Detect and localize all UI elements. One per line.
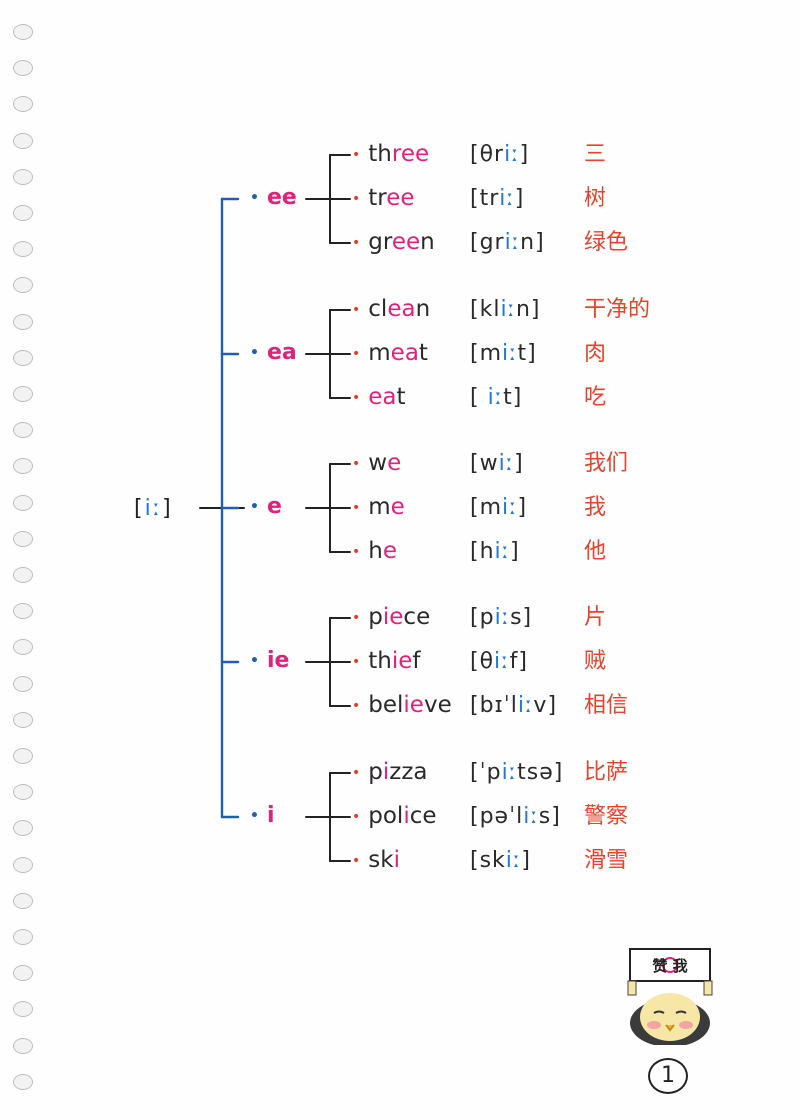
example-word: •police <box>352 803 437 829</box>
binding-hole <box>13 892 33 909</box>
chinese-meaning: 贼 <box>584 649 607 674</box>
binding-hole <box>13 277 33 294</box>
example-word: •piece <box>352 604 431 630</box>
binding-hole <box>13 60 33 77</box>
binding-hole <box>13 458 33 475</box>
ipa-transcription: [kliːn] <box>470 297 541 322</box>
ipa-transcription: [θiːf] <box>470 649 528 674</box>
ipa-transcription: [skiː] <box>470 848 531 873</box>
mascot-sign <box>629 948 711 982</box>
spelling-pattern: •e <box>250 494 282 519</box>
binding-hole <box>13 675 33 692</box>
example-word: •he <box>352 538 397 564</box>
ipa-transcription: [griːn] <box>470 230 545 255</box>
example-word: •three <box>352 141 430 167</box>
binding-hole <box>13 205 33 221</box>
chinese-meaning: 滑雪 <box>584 848 629 873</box>
ipa-transcription: [θriː] <box>470 142 530 167</box>
example-word: •pizza <box>352 759 428 785</box>
example-word: •meat <box>352 340 428 366</box>
chinese-meaning: 肉 <box>584 341 607 366</box>
chinese-meaning: 他 <box>584 539 607 564</box>
chinese-meaning: 比萨 <box>584 760 629 785</box>
ipa-transcription: [miːt] <box>470 341 537 366</box>
chinese-meaning: 相信 <box>584 693 629 718</box>
binding-hole <box>13 567 33 583</box>
spelling-pattern: •ea <box>250 340 297 365</box>
binding-hole <box>13 494 33 511</box>
example-word: •eat <box>352 384 406 410</box>
chinese-meaning: 片 <box>584 605 607 630</box>
chinese-meaning: 警察 <box>584 804 629 829</box>
binding-hole <box>13 965 33 982</box>
binding-hole <box>13 639 33 656</box>
binding-hole <box>13 820 33 837</box>
example-word: •ski <box>352 847 400 873</box>
binding-hole <box>13 132 33 149</box>
binding-hole <box>13 784 33 801</box>
binding-hole <box>13 1037 33 1054</box>
example-word: •clean <box>352 296 431 322</box>
page-number: 1 <box>648 1058 688 1094</box>
binding-hole <box>13 168 33 185</box>
example-word: •me <box>352 494 405 520</box>
binding-hole <box>13 96 33 113</box>
binding-hole <box>13 748 33 764</box>
chinese-meaning: 我 <box>584 495 607 520</box>
example-word: •thief <box>352 648 421 674</box>
chinese-meaning: 绿色 <box>584 230 629 255</box>
binding-hole <box>13 1001 33 1018</box>
binding-hole <box>13 929 33 945</box>
binding-hole <box>13 24 33 40</box>
mascot-face <box>640 993 700 1041</box>
spelling-pattern: •i <box>250 803 275 828</box>
ipa-transcription: [wiː] <box>470 451 524 476</box>
binding-hole <box>13 349 33 366</box>
example-word: •green <box>352 229 435 255</box>
binding-hole <box>13 530 33 547</box>
ipa-transcription: [ˈpiːtsə] <box>470 760 564 785</box>
ipa-transcription: [triː] <box>470 186 525 211</box>
binding-hole <box>13 603 33 620</box>
binding-hole <box>13 386 33 402</box>
notebook-binding-holes <box>0 0 60 1120</box>
binding-hole <box>13 856 33 873</box>
mascot-illustration: 赞 我 <box>627 948 713 1045</box>
ipa-transcription: [ iːt] <box>470 385 523 410</box>
ipa-transcription: [miː] <box>470 495 528 520</box>
ipa-transcription: [hiː] <box>470 539 520 564</box>
ipa-transcription: [pəˈliːs] <box>470 804 561 829</box>
binding-hole <box>13 1073 33 1090</box>
mascot-sign-text: 赞 我 <box>651 957 687 975</box>
chinese-meaning: 三 <box>584 142 607 167</box>
binding-hole <box>13 241 33 258</box>
example-word: •tree <box>352 185 415 211</box>
chinese-meaning: 我们 <box>584 451 629 476</box>
chinese-meaning: 干净的 <box>584 297 651 322</box>
chinese-meaning: 树 <box>584 186 607 211</box>
binding-hole <box>13 422 33 439</box>
spelling-pattern: •ie <box>250 648 290 673</box>
binding-hole <box>13 711 33 728</box>
root-phoneme: [iː] <box>134 496 173 521</box>
chinese-meaning: 吃 <box>584 385 607 410</box>
spelling-pattern: •ee <box>250 185 297 210</box>
ipa-transcription: [piːs] <box>470 605 533 630</box>
example-word: •believe <box>352 692 452 718</box>
binding-hole <box>13 313 33 330</box>
ipa-transcription: [bɪˈliːv] <box>470 693 558 718</box>
example-word: •we <box>352 450 402 476</box>
